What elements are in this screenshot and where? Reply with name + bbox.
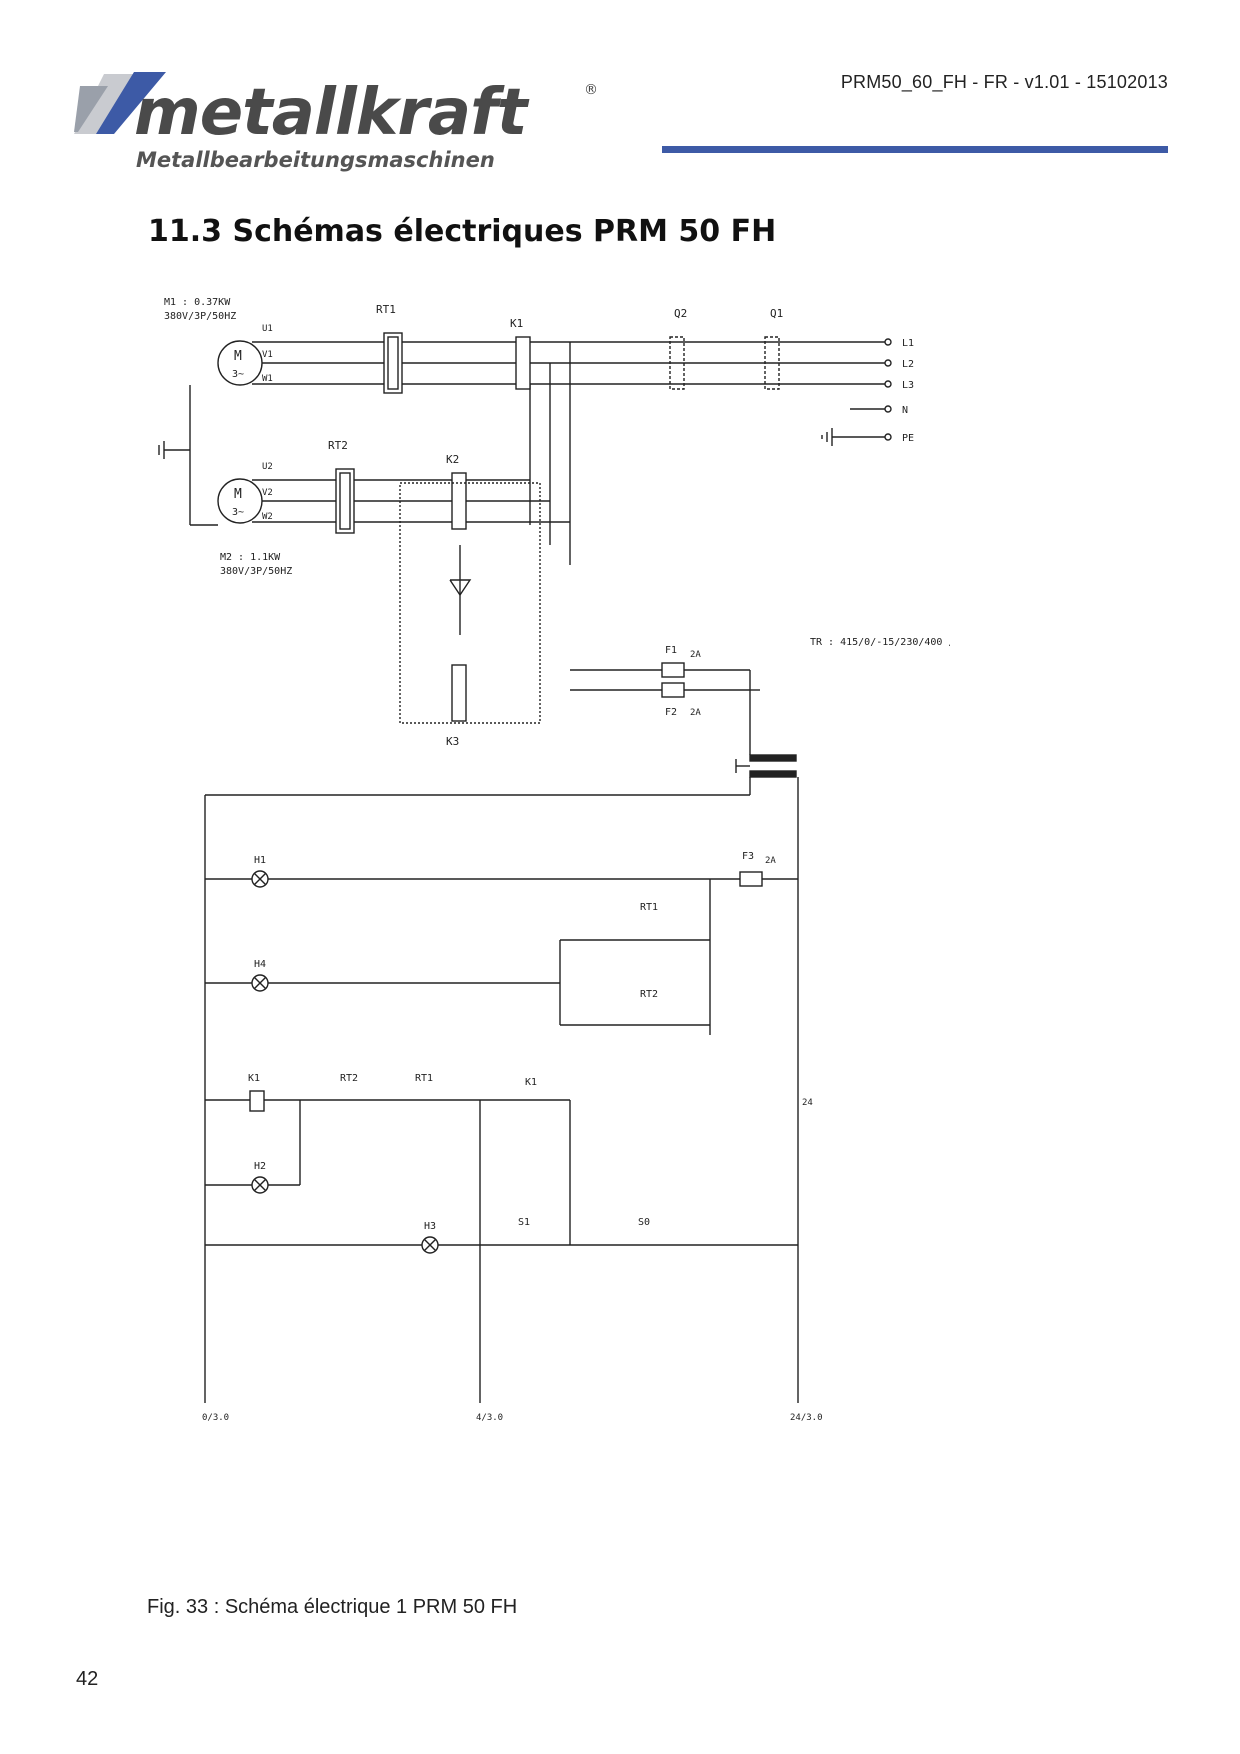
thermal-relay-rt1: RT1 — [376, 303, 403, 394]
contactor-k2: K2 — [446, 453, 467, 530]
m2-supply: 380V/3P/50HZ — [220, 566, 292, 577]
control-rails — [204, 777, 799, 1385]
rt2-nc-label: RT2 — [340, 1073, 358, 1084]
terminal-pe: PE — [902, 433, 914, 444]
ref-24: 24/3.0 — [790, 1413, 823, 1423]
power-lines-m2 — [158, 385, 570, 526]
rt2-power-label: RT2 — [328, 439, 348, 452]
q2-label: Q2 — [674, 307, 687, 320]
k1-coil-label: K1 — [248, 1073, 260, 1084]
f3-rating: 2A — [765, 856, 776, 866]
ref-4: 4/3.0 — [476, 1413, 503, 1423]
f1-label: F1 — [665, 645, 677, 656]
contactor-k3-block: K3 — [399, 482, 541, 748]
terminal-l2: L2 — [902, 359, 914, 370]
cross-references: 0/3.0 4/3.0 24/3.0 — [202, 1245, 823, 1423]
h3-label: H3 — [424, 1221, 436, 1232]
m1-supply: 380V/3P/50HZ — [164, 311, 236, 322]
page-number: 42 — [76, 1668, 99, 1690]
logo-tagline: Metallbearbeitungsmaschinen — [136, 148, 495, 172]
ref-0: 0/3.0 — [202, 1413, 229, 1423]
k1-power-label: K1 — [510, 317, 523, 330]
m1-symbol: M — [234, 349, 242, 364]
f2-label: F2 — [665, 707, 677, 718]
fuses-f1-f2: F1 2A F2 2A — [570, 645, 760, 755]
m1-rating: M1 : 0.37KW — [164, 297, 231, 308]
k1-coil — [249, 1090, 265, 1112]
s1-label: S1 — [518, 1217, 530, 1228]
k1-hold-label: K1 — [525, 1077, 537, 1088]
motor-m2: M 3~ U2 V2 W2 M2 : 1.1KW 380V/3P/50HZ — [217, 462, 292, 577]
k3-label: K3 — [446, 735, 459, 748]
motor-m1: M 3~ U1 V1 W1 M1 : 0.37KW 380V/3P/50HZ — [164, 297, 273, 386]
figure-caption: Fig. 33 : Schéma électrique 1 PRM 50 FH — [147, 1596, 518, 1618]
m1-terminal-w1: W1 — [262, 374, 273, 384]
f3-label: F3 — [742, 851, 754, 862]
m2-terminal-v2: V2 — [262, 488, 273, 498]
electrical-schematic: L1 L2 L3 N PE Q1 Q2 K1 RT1 M 3~ U1 V1 W1… — [150, 285, 1033, 1605]
rt1-power-label: RT1 — [376, 303, 396, 316]
m1-terminal-v1: V1 — [262, 350, 273, 360]
transformer-spec: TR : 415/0/-15/230/400 // 0/24V 100VA — [810, 637, 950, 648]
rt1-contact-label: RT1 — [640, 902, 658, 913]
header-accent-rule — [662, 146, 1168, 153]
logo-registered-mark: ® — [584, 82, 598, 98]
q1-label: Q1 — [770, 307, 783, 320]
terminal-n: N — [902, 405, 908, 416]
supply-terminals: L1 L2 L3 N PE — [821, 338, 914, 446]
terminal-l3: L3 — [902, 380, 914, 391]
control-row-h1: F3 2A H1 — [205, 851, 798, 888]
s0-label: S0 — [638, 1217, 650, 1228]
main-switch-q1: Q1 — [764, 307, 783, 390]
thermal-relay-rt2: RT2 — [328, 439, 355, 534]
terminal-l1: L1 — [902, 338, 914, 349]
f2-rating: 2A — [690, 708, 701, 718]
rt2-contact-label: RT2 — [640, 989, 658, 1000]
h1-label: H1 — [254, 855, 266, 866]
control-row-k1: K1 RT2 RT1 K1 H2 — [205, 1073, 571, 1245]
m2-rating: M2 : 1.1KW — [220, 552, 281, 563]
section-title: 11.3 Schémas électriques PRM 50 FH — [148, 214, 777, 249]
m1-phase: 3~ — [232, 369, 244, 380]
control-row-h3: H3 S1 S0 — [205, 1100, 798, 1254]
control-row-h4: H4 RT1 RT2 — [205, 879, 711, 1035]
contactor-k1-power: K1 — [510, 317, 531, 390]
document-reference: PRM50_60_FH - FR - v1.01 - 15102013 — [840, 72, 1168, 92]
m1-terminal-u1: U1 — [262, 324, 273, 334]
m2-symbol: M — [234, 487, 242, 502]
f1-rating: 2A — [690, 650, 701, 660]
wire-24v-label: 24 — [802, 1098, 813, 1108]
logo-wordmark: metallkraft — [134, 76, 530, 150]
metallkraft-logo: metallkraft ® Metallbearbeitungsmaschine… — [74, 72, 674, 182]
m2-phase: 3~ — [232, 507, 244, 518]
m2-terminal-w2: W2 — [262, 512, 273, 522]
h2-label: H2 — [254, 1161, 266, 1172]
m2-terminal-u2: U2 — [262, 462, 273, 472]
h4-label: H4 — [254, 959, 266, 970]
rt1-nc-label: RT1 — [415, 1073, 433, 1084]
transformer-tr: TR : 415/0/-15/230/400 // 0/24V 100VA — [735, 637, 1033, 778]
k2-label: K2 — [446, 453, 459, 466]
switch-q2: Q2 — [669, 307, 687, 390]
